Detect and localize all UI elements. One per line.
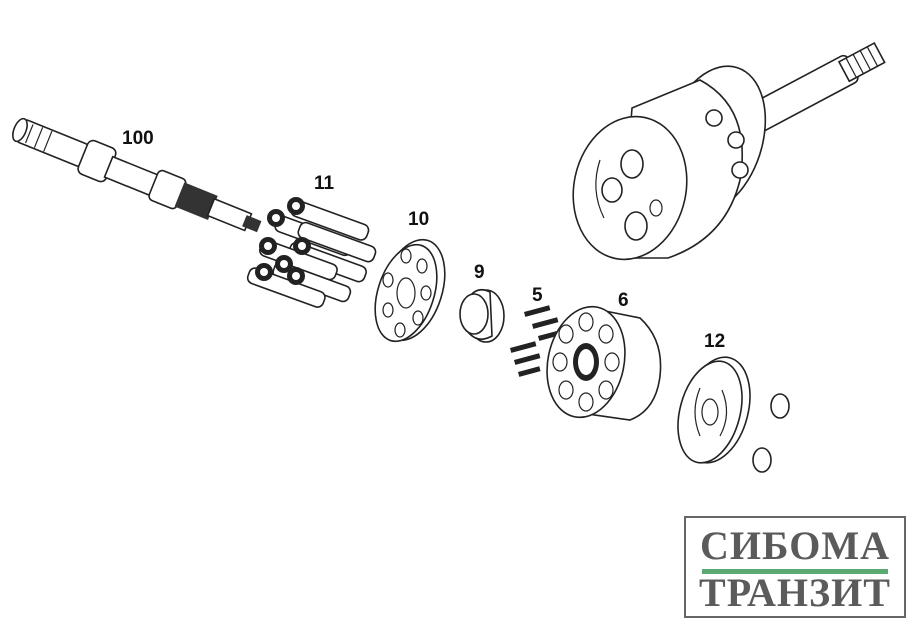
logo-divider — [702, 569, 888, 574]
pistons-part — [246, 197, 377, 308]
shaft-part — [12, 117, 262, 233]
logo-line-1: СИБОМА — [700, 523, 890, 568]
retainer-plate-part — [374, 238, 446, 343]
label-cylinder-block: 6 — [618, 290, 629, 311]
label-pistons: 11 — [314, 173, 335, 194]
ball-guide-part — [459, 288, 505, 343]
cylinder-block-part — [546, 305, 662, 421]
logo-line-2: ТРАНЗИТ — [699, 570, 891, 615]
label-pins: 5 — [532, 285, 543, 306]
company-logo: СИБОМА ТРАНЗИТ — [684, 516, 906, 618]
label-retainer-plate: 10 — [408, 209, 429, 230]
assembled-pump — [572, 41, 886, 261]
label-shaft: 100 — [122, 128, 154, 149]
label-ball-guide: 9 — [474, 262, 485, 283]
seal-rings — [752, 393, 790, 473]
valve-plate-part — [677, 356, 751, 464]
label-valve-plate: 12 — [704, 331, 725, 352]
pins-part — [510, 305, 559, 377]
